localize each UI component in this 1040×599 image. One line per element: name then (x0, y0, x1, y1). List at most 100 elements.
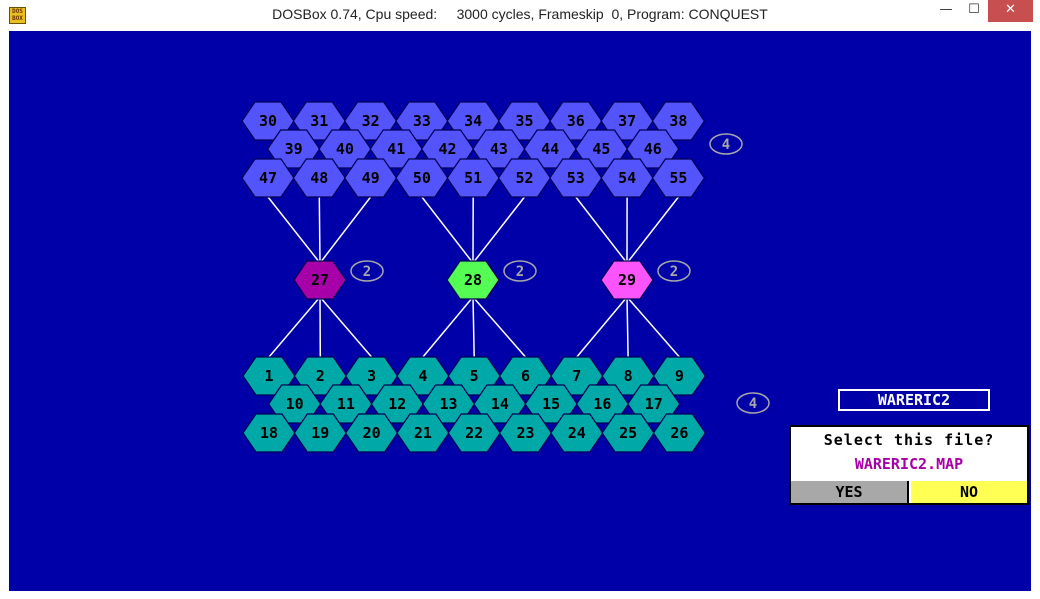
sector-hex-25-label: 25 (619, 424, 637, 442)
hub-hex-29-label: 29 (618, 271, 636, 289)
sector-hex-32-label: 32 (362, 112, 380, 130)
sector-hex-39-label: 39 (285, 140, 303, 158)
hub-hex-28-label: 28 (464, 271, 482, 289)
sector-hex-34-label: 34 (464, 112, 482, 130)
sector-hex-52-label: 52 (515, 169, 533, 187)
sector-hex-30-label: 30 (259, 112, 277, 130)
sector-hex-7-label: 7 (572, 367, 581, 385)
sector-hex-16-label: 16 (593, 395, 611, 413)
hub-28-badge-ring (503, 260, 537, 282)
title-bar[interactable]: DOS BOX DOSBox 0.74, Cpu speed: 3000 cyc… (0, 0, 1040, 31)
connector-line-28-5 (472, 296, 475, 358)
sector-hex-50[interactable]: 50 (395, 158, 449, 198)
sector-hex-55-label: 55 (669, 169, 687, 187)
sector-hex-50-label: 50 (413, 169, 431, 187)
sector-hex-35-label: 35 (515, 112, 533, 130)
sector-hex-49-label: 49 (362, 169, 380, 187)
sector-hex-2-label: 2 (316, 367, 325, 385)
sector-hex-26[interactable]: 26 (652, 413, 707, 453)
sector-hex-14-label: 14 (491, 395, 509, 413)
sector-hex-13-label: 13 (440, 395, 458, 413)
connector-line-27-3 (319, 296, 373, 358)
connector-line-28-6 (472, 296, 527, 358)
connector-line-29-53 (575, 196, 628, 264)
connector-line-28-50 (421, 196, 474, 264)
sector-hex-19-label: 19 (311, 424, 329, 442)
hub-hex-28-shape (446, 260, 500, 300)
hub-hex-28[interactable]: 28 (446, 260, 500, 300)
sector-hex-8-label: 8 (624, 367, 633, 385)
bottom-sector-count-badge: 4 (736, 392, 770, 414)
connector-line-27-1 (268, 296, 321, 358)
sector-hex-53-label: 53 (567, 169, 585, 187)
close-button[interactable]: ✕ (988, 0, 1033, 22)
bottom-sector-count-badge-label: 4 (749, 396, 757, 412)
sector-hex-11-label: 11 (337, 395, 355, 413)
sector-hex-55[interactable]: 55 (651, 158, 706, 198)
hub-29-badge-ring (657, 260, 691, 282)
sector-hex-24[interactable]: 24 (550, 413, 604, 453)
connector-line-27-47 (267, 196, 321, 264)
connector-line-27-48 (318, 196, 321, 264)
sector-hex-3-label: 3 (367, 367, 376, 385)
sector-hex-47-label: 47 (259, 169, 277, 187)
hub-27-badge-label: 2 (363, 264, 371, 280)
no-button[interactable]: NO (911, 481, 1027, 503)
connector-lines (267, 196, 680, 358)
top-sector-count-badge: 4 (709, 133, 743, 155)
sector-hex-17-label: 17 (645, 395, 663, 413)
sector-hex-48-label: 48 (310, 169, 328, 187)
sector-hex-54-label: 54 (618, 169, 636, 187)
sector-hex-9-label: 9 (675, 367, 684, 385)
sector-hex-24-label: 24 (568, 424, 586, 442)
hub-hex-27[interactable]: 27 (293, 260, 347, 300)
maximize-button[interactable]: ☐ (968, 2, 980, 17)
sector-hex-45-label: 45 (592, 140, 610, 158)
sector-hex-55-shape (651, 158, 706, 198)
dialog-prompt: Select this file? (823, 431, 995, 449)
top-sector-count-badge-label: 4 (722, 137, 730, 153)
sector-hex-6-label: 6 (521, 367, 530, 385)
dialog-filename: WARERIC2.MAP (854, 455, 964, 473)
hub-hex-27-shape (293, 260, 347, 300)
sector-hex-40-label: 40 (336, 140, 354, 158)
sector-hex-31-label: 31 (310, 112, 328, 130)
sector-hex-23-label: 23 (516, 424, 534, 442)
sector-hex-21-label: 21 (414, 424, 432, 442)
sector-hex-48[interactable]: 48 (292, 158, 347, 198)
hub-29-badge-label: 2 (670, 264, 678, 280)
sector-hex-51-label: 51 (464, 169, 482, 187)
hub-27-badge: 2 (350, 260, 384, 282)
sector-hex-26-shape (652, 413, 707, 453)
connector-line-28-52 (472, 196, 526, 264)
sector-hex-4-label: 4 (418, 367, 427, 385)
sector-hex-37-label: 37 (618, 112, 636, 130)
minimize-button[interactable]: — (939, 2, 953, 17)
hub-28-badge: 2 (503, 260, 537, 282)
hub-29-badge: 2 (657, 260, 691, 282)
dosbox-icon[interactable]: DOS BOX (9, 7, 26, 24)
sector-hex-26-label: 26 (670, 424, 688, 442)
hub-28-badge-label: 2 (516, 264, 524, 280)
sector-hex-51[interactable]: 51 (446, 158, 500, 198)
hub-hex-29[interactable]: 29 (600, 260, 654, 300)
connector-line-29-7 (576, 296, 628, 358)
connector-line-27-49 (319, 196, 372, 264)
sector-hex-33-label: 33 (413, 112, 431, 130)
sector-hex-22-label: 22 (465, 424, 483, 442)
sector-hex-1-label: 1 (264, 367, 273, 385)
sector-hex-46-label: 46 (644, 140, 662, 158)
sector-hex-18-label: 18 (260, 424, 278, 442)
hub-hex-27-label: 27 (311, 271, 329, 289)
connector-line-29-8 (626, 296, 629, 358)
sector-hex-15-label: 15 (542, 395, 560, 413)
yes-button[interactable]: YES (791, 481, 909, 503)
sector-hex-38-label: 38 (669, 112, 687, 130)
sector-hex-54[interactable]: 54 (600, 158, 654, 198)
top-sector-count-badge-ring (709, 133, 743, 155)
connector-line-28-4 (422, 296, 474, 358)
bottom-sector-count-badge-ring (736, 392, 770, 414)
connector-line-29-9 (626, 296, 680, 358)
